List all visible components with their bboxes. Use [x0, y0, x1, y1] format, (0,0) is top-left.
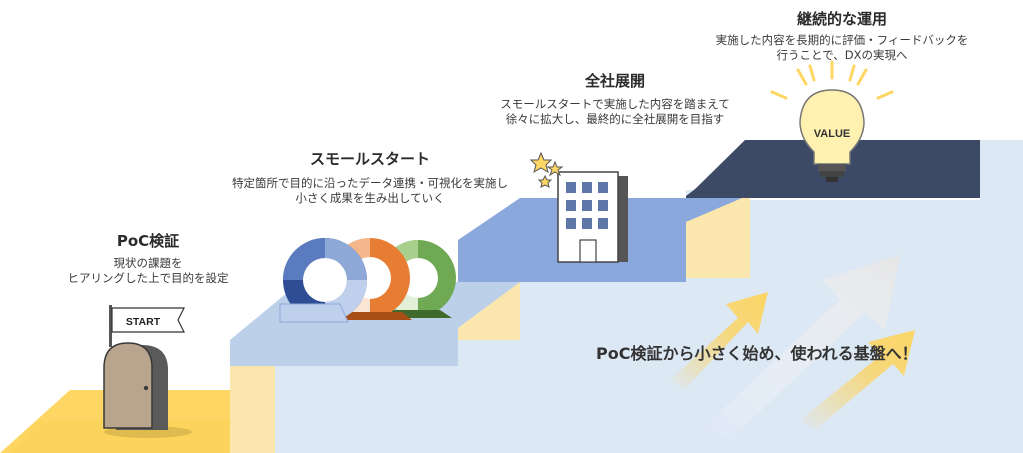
door-icon: [103, 342, 192, 438]
step-1-desc-line1: 現状の課題を: [113, 256, 183, 270]
office-building-icon: [557, 171, 628, 263]
step-4-desc-line1: 実施した内容を長期的に評価・フィードバックを: [715, 33, 969, 47]
riser-level-4: [686, 196, 750, 278]
floor-level-1-shade: [10, 420, 230, 453]
step-3-title: 全社展開: [584, 72, 645, 90]
step-2-desc-line1: 特定箇所で目的に沿ったデータ連携・可視化を実施し: [232, 176, 508, 190]
start-flag-icon: START: [109, 305, 185, 347]
bulb-label: VALUE: [814, 128, 850, 140]
step-4-desc-line2: 行うことで、DXの実現へ: [776, 48, 908, 62]
arrow-grey-large: [700, 255, 900, 440]
step-1-title: PoC検証: [116, 232, 180, 250]
arrow-yellow-right: [800, 330, 915, 430]
step-2-desc-line2: 小さく成果を生み出していく: [295, 191, 445, 205]
step-3-desc-line1: スモールスタートで実施した内容を踏まえて: [500, 97, 730, 111]
building-wall: [230, 140, 1023, 453]
step-4-title: 継続的な運用: [796, 10, 887, 28]
step-1-desc-line2: ヒアリングした上で目的を設定: [67, 271, 229, 285]
lightbulb-icon: VALUE: [770, 60, 894, 182]
star-icon: [529, 151, 564, 188]
step-3-desc-line2: 徐々に拡大し、最終的に全社展開を目指す: [505, 112, 725, 126]
ring-blue-icon: [279, 238, 367, 323]
riser-level-2: [230, 366, 275, 453]
step-2-title: スモールスタート: [309, 150, 430, 168]
cycle-rings-icon: [279, 238, 456, 323]
arrow-yellow-left: [670, 292, 768, 390]
flag-label: START: [126, 316, 161, 328]
slogan-text: PoC検証から小さく始め、使われる基盤へ！: [596, 344, 918, 363]
